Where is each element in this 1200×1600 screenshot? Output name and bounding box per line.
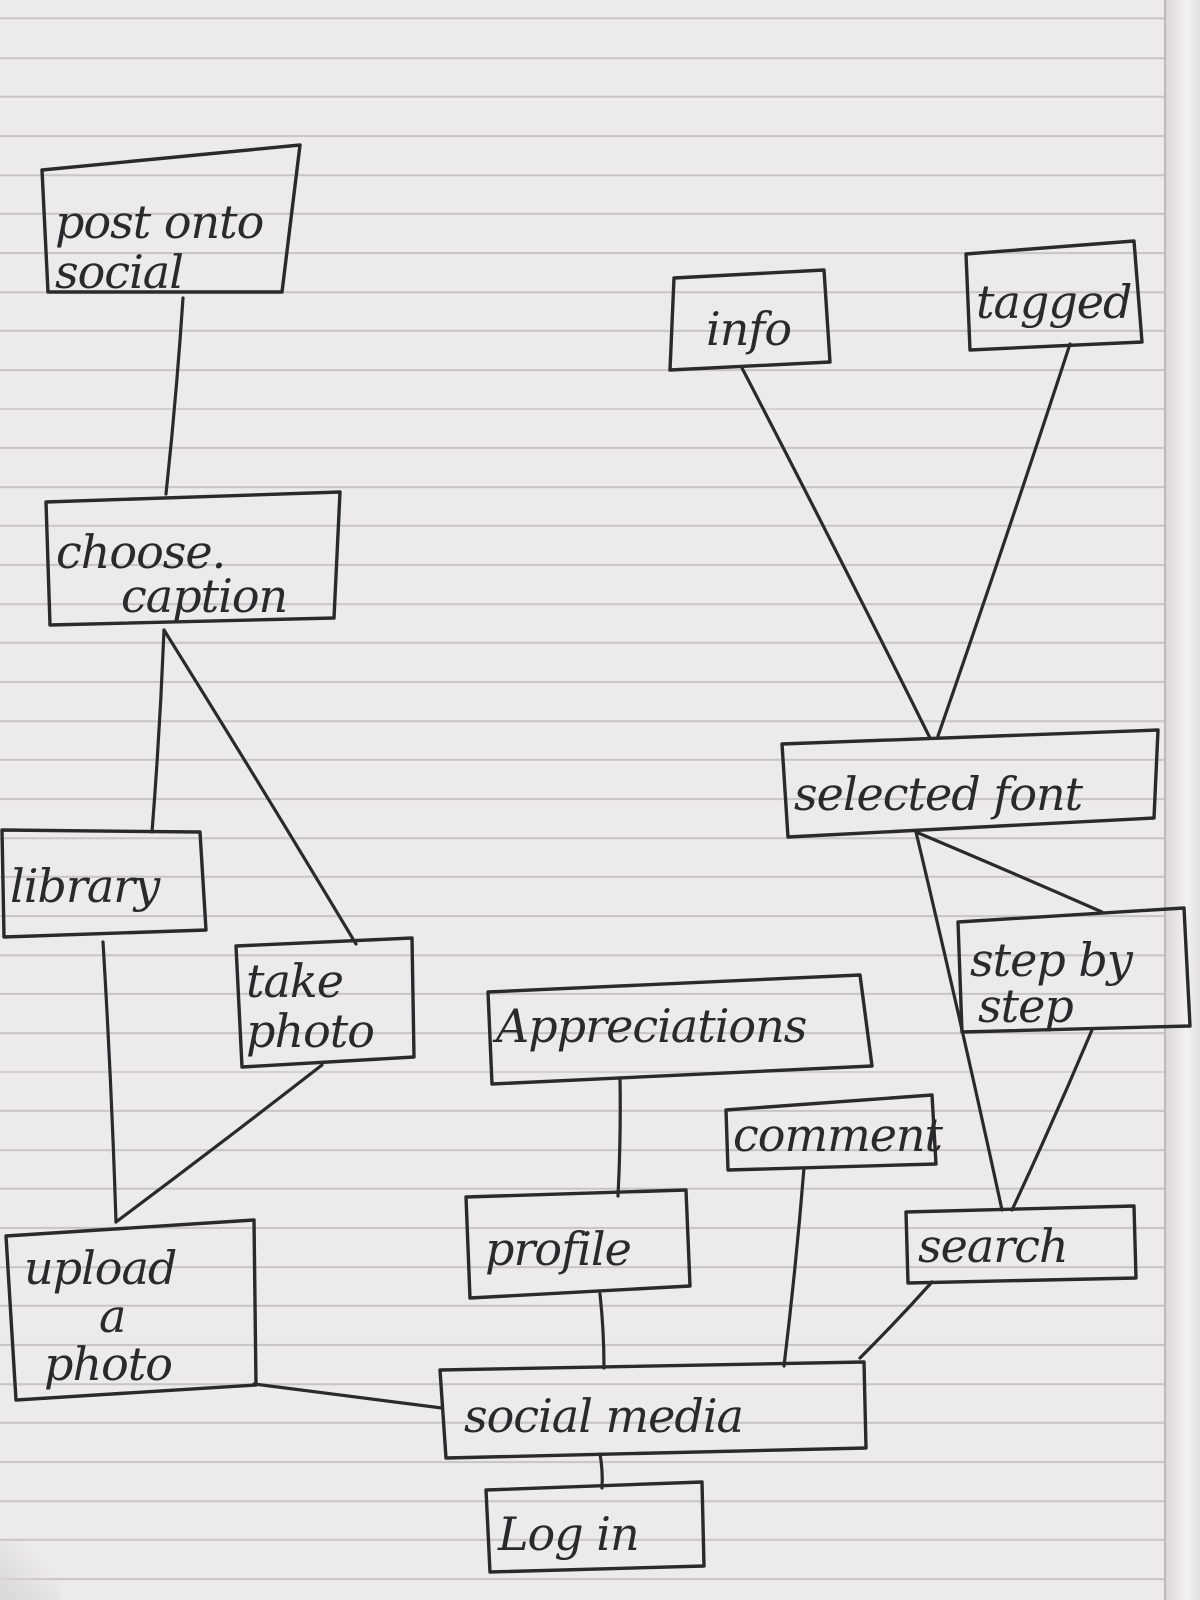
- node-box: [438, 1360, 868, 1460]
- node-info: info: [668, 268, 832, 372]
- node-log-in: Log in: [484, 1480, 706, 1574]
- node-label: Log in: [497, 1507, 639, 1561]
- node-box: [40, 143, 302, 294]
- node-label: search: [918, 1219, 1068, 1273]
- node-box: [4, 1218, 258, 1402]
- node-social-media: social media: [438, 1360, 868, 1460]
- edge-post-onto-social-to-choose-caption: [164, 296, 185, 496]
- node-label: photo: [246, 1004, 374, 1058]
- node-label: step by: [970, 933, 1134, 987]
- edge-take-photo-to-upload-a-photo: [114, 1063, 324, 1224]
- node-label: post onto: [55, 195, 263, 249]
- node-box: [724, 1093, 938, 1172]
- edge-profile-to-social-media: [598, 1292, 606, 1370]
- node-label: profile: [485, 1222, 631, 1276]
- edge-choose-caption-to-take-photo: [162, 628, 358, 946]
- edge-selected-font-to-step-by-step: [914, 830, 1104, 914]
- node-tagged: tagged: [964, 239, 1144, 352]
- edge-choose-caption-to-library: [150, 628, 166, 834]
- edges: [101, 296, 1104, 1490]
- edge-appreciations-to-profile: [616, 1076, 622, 1198]
- node-label: Appreciations: [492, 999, 807, 1053]
- node-box: [0, 828, 208, 939]
- node-box: [668, 268, 832, 372]
- node-choose-caption: choose.caption: [44, 490, 342, 627]
- node-box: [904, 1204, 1138, 1285]
- node-search: search: [904, 1204, 1138, 1285]
- node-label: take: [246, 954, 343, 1008]
- edge-search-to-social-media: [858, 1280, 934, 1360]
- node-box: [464, 1188, 692, 1300]
- edge-tagged-to-selected-font: [936, 342, 1072, 738]
- node-box: [956, 906, 1192, 1034]
- node-label: info: [706, 302, 791, 356]
- edge-info-to-selected-font: [740, 366, 932, 740]
- node-label: a: [99, 1289, 125, 1343]
- edge-social-media-to-log-in: [598, 1452, 604, 1490]
- page-edge: [1164, 0, 1200, 1600]
- edge-step-by-step-to-search: [1010, 1028, 1094, 1212]
- node-box: [44, 490, 342, 627]
- node-profile: profile: [464, 1188, 692, 1300]
- node-label: selected font: [794, 767, 1084, 821]
- node-box: [234, 936, 416, 1069]
- node-label: library: [10, 859, 161, 913]
- page-corner: [0, 1540, 60, 1600]
- edge-comment-to-social-media: [782, 1166, 806, 1368]
- node-label: photo: [44, 1337, 172, 1391]
- node-selected-font: selected font: [780, 728, 1160, 839]
- node-label: step: [978, 979, 1073, 1033]
- edge-library-to-upload-a-photo: [101, 940, 118, 1224]
- node-label: comment: [733, 1108, 944, 1162]
- node-box: [964, 239, 1144, 352]
- node-box: [780, 728, 1160, 839]
- node-label: tagged: [976, 275, 1131, 329]
- edge-upload-a-photo-to-social-media: [252, 1382, 444, 1410]
- node-label: social: [55, 245, 183, 299]
- node-box: [484, 1480, 706, 1574]
- node-label: social media: [464, 1389, 743, 1443]
- node-box: [486, 973, 874, 1086]
- node-library: library: [0, 828, 208, 939]
- node-label: choose.: [56, 525, 225, 579]
- node-appreciations: Appreciations: [486, 973, 874, 1086]
- node-label: upload: [24, 1241, 176, 1295]
- node-comment: comment: [724, 1093, 945, 1172]
- node-label: caption: [121, 569, 287, 623]
